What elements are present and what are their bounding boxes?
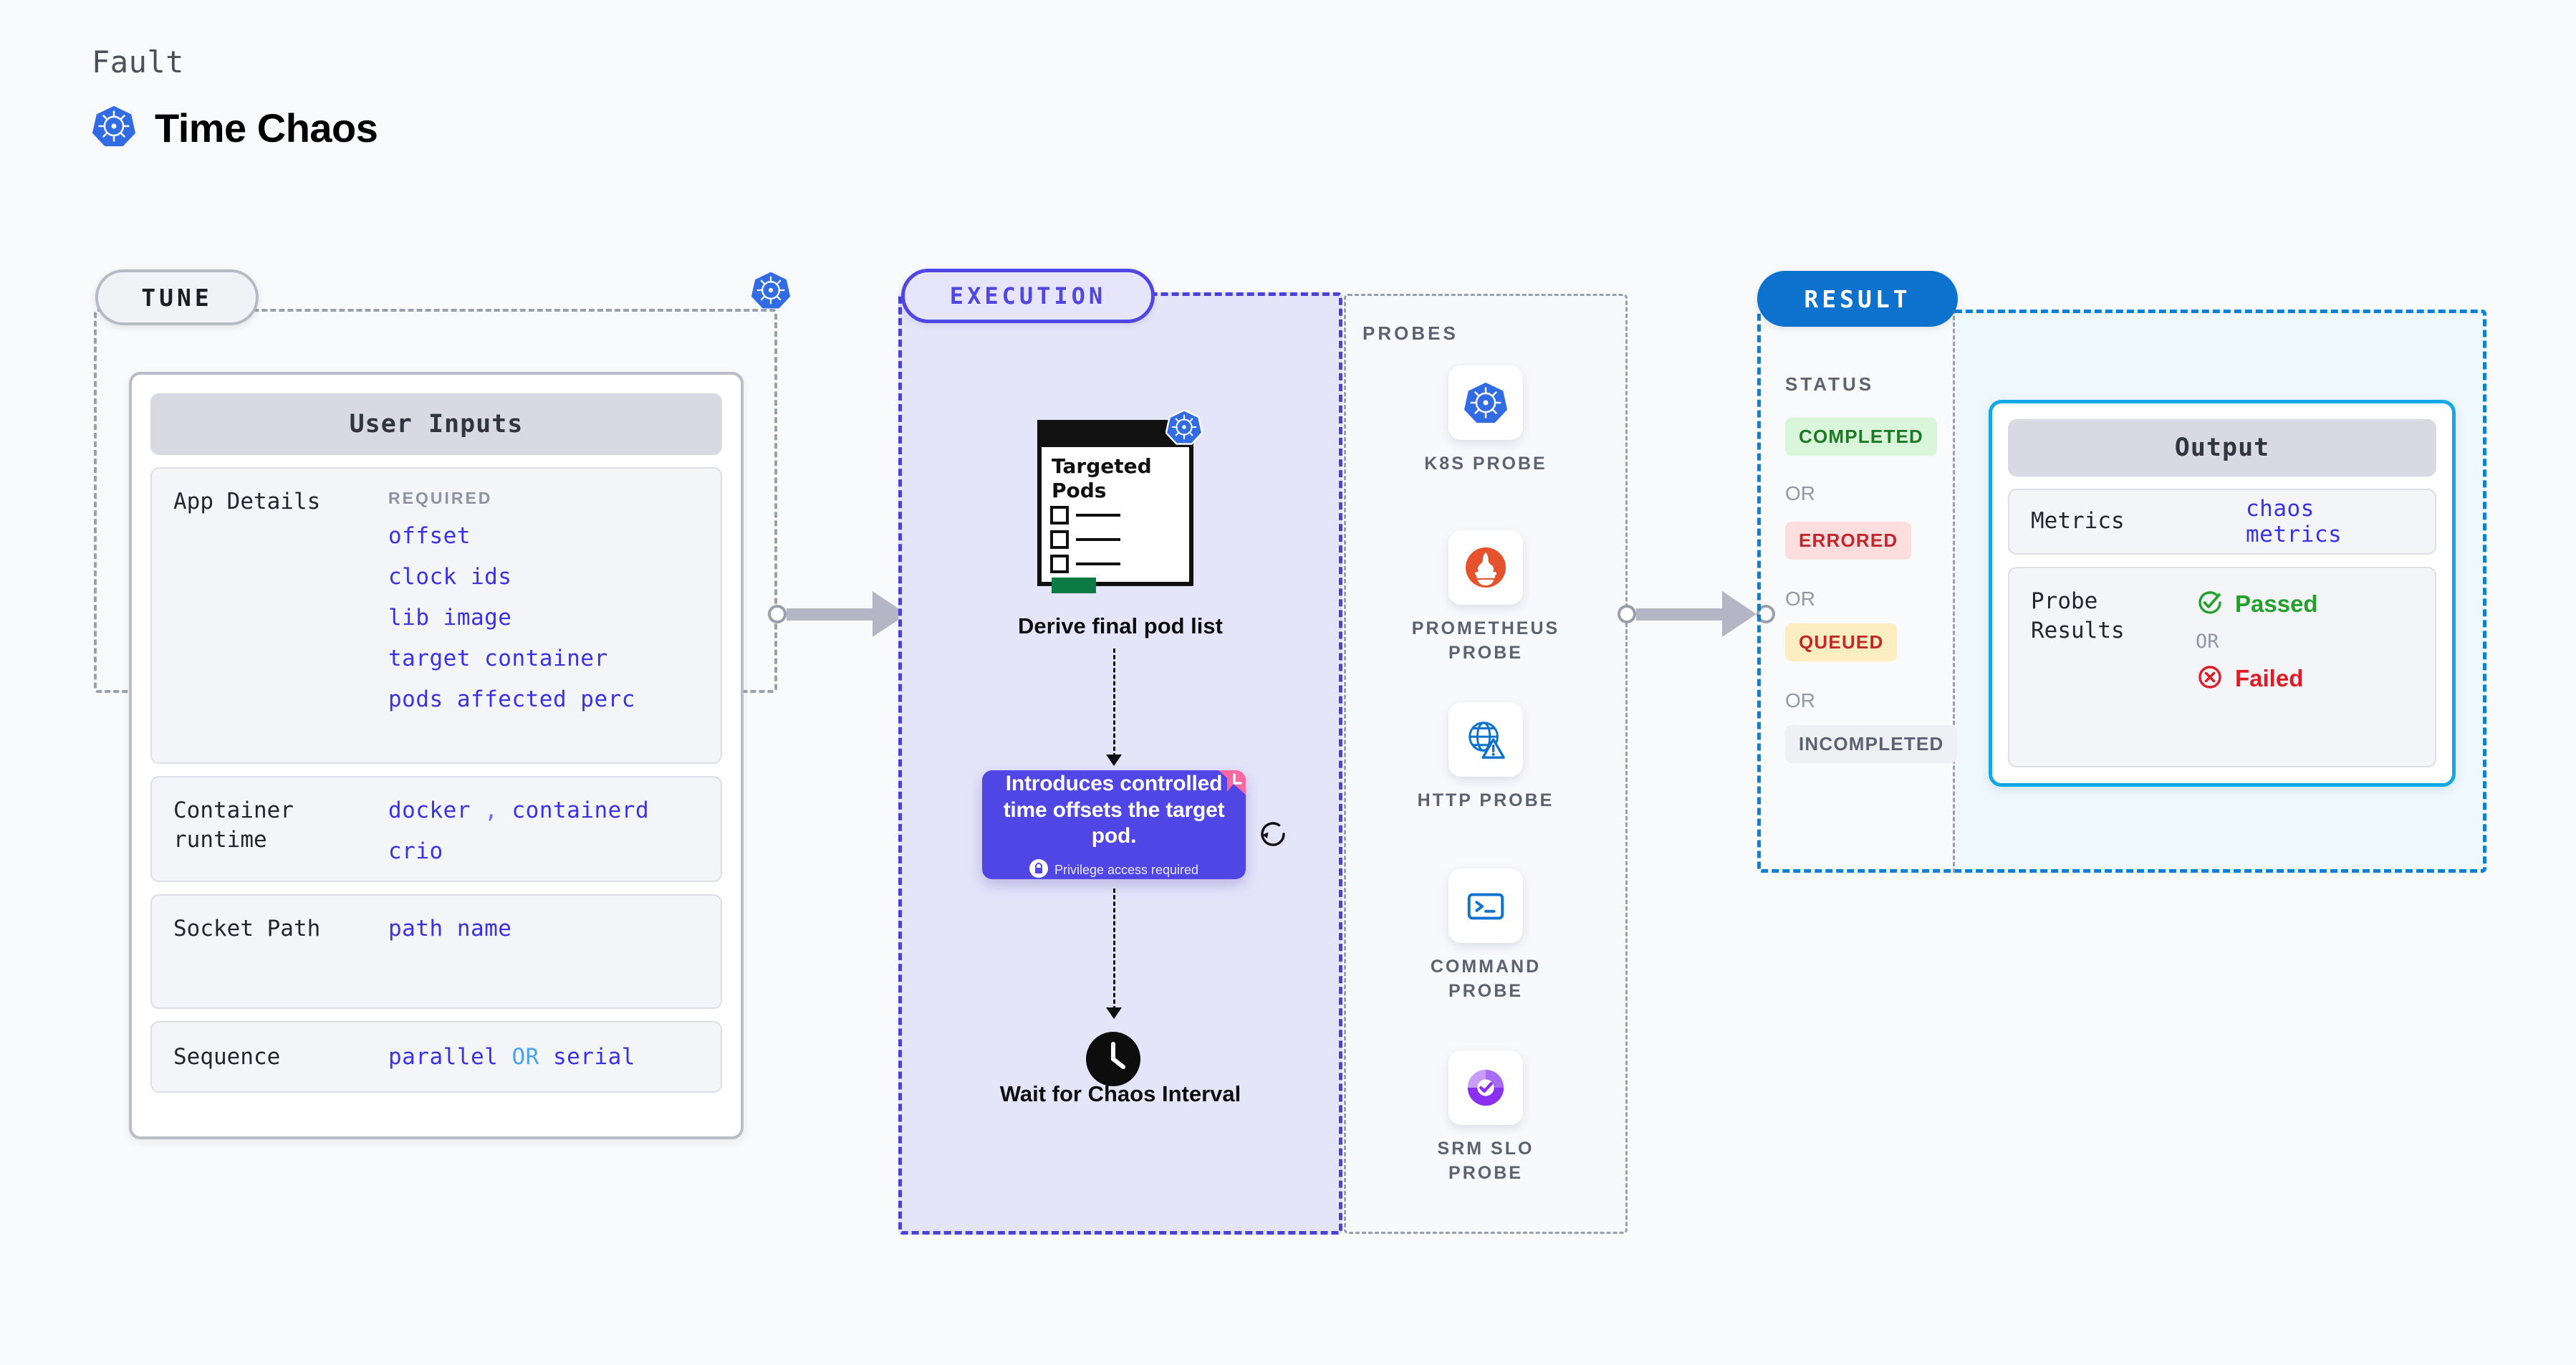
row-metrics: Metrics chaos metrics <box>2008 488 2436 555</box>
probe-result-failed: Failed <box>2196 663 2318 695</box>
derive-final-pod-list-label: Derive final pod list <box>1018 613 1223 638</box>
fault-description-card: Introduces controlled time offsets the t… <box>982 770 1246 879</box>
result-panel <box>1757 310 2486 873</box>
page-title: Time Chaos <box>155 105 378 150</box>
status-title: STATUS <box>1785 373 1875 395</box>
title-row: Time Chaos <box>92 104 378 152</box>
probe-result-or: OR <box>2196 630 2219 653</box>
probe-label-prometheus: PROMETHEUS PROBE <box>1411 618 1560 663</box>
probe-label-srm-slo: SRM SLO PROBE <box>1437 1139 1534 1183</box>
field-runtime-list[interactable]: docker , containerd <box>388 798 649 823</box>
field-offset[interactable]: offset <box>388 523 471 549</box>
connector-start-dot <box>768 605 787 623</box>
row-label-socket-path: Socket Path <box>173 916 321 942</box>
kubernetes-icon <box>92 104 136 152</box>
output-card: Output Metrics chaos metrics Probe Resul… <box>1989 400 2456 787</box>
sequence-serial: serial <box>552 1044 635 1070</box>
connector-bar <box>1636 608 1722 621</box>
metrics-value[interactable]: chaos metrics <box>2246 495 2342 547</box>
flow-connector-1 <box>1113 648 1115 757</box>
page-header: Fault Time Chaos <box>92 44 378 152</box>
field-pods-affected-perc[interactable]: pods affected perc <box>388 686 635 712</box>
kubernetes-icon <box>1165 408 1203 449</box>
globe-warning-icon <box>1448 702 1523 777</box>
slo-donut-check-icon <box>1448 1050 1523 1125</box>
connector-arrow-head <box>1722 591 1756 637</box>
row-label-metrics: Metrics <box>2031 508 2125 535</box>
connector-start-dot <box>1618 605 1636 623</box>
status-badge-queued: QUEUED <box>1785 623 1898 661</box>
runtime-separator: , <box>484 798 499 823</box>
probe-item-http[interactable]: HTTP PROBE <box>1344 702 1628 813</box>
row-sequence: Sequence parallel OR serial <box>150 1021 722 1093</box>
row-label-sequence: Sequence <box>173 1043 281 1070</box>
status-or-1: OR <box>1785 482 1815 504</box>
probe-label-command: COMMAND PROBE <box>1430 957 1542 1001</box>
check-circle-icon <box>2196 588 2224 621</box>
row-label-probe-results: Probe Results <box>2031 588 2125 643</box>
flow-arrow-2 <box>1106 1007 1122 1019</box>
field-sequence[interactable]: parallel OR serial <box>388 1044 635 1070</box>
status-badge-incompleted: INCOMPLETED <box>1785 725 1958 763</box>
status-column-divider <box>1953 310 1955 873</box>
probe-result-passed: Passed <box>2196 588 2318 621</box>
result-stage-pill[interactable]: RESULT <box>1757 271 1958 327</box>
privilege-note-text: Privilege access required <box>1054 862 1199 877</box>
prometheus-icon <box>1448 530 1523 605</box>
row-label-app-details: App Details <box>173 489 321 514</box>
probe-item-prometheus[interactable]: PROMETHEUS PROBE <box>1344 530 1628 666</box>
refresh-icon[interactable] <box>1258 819 1288 853</box>
probe-item-srm-slo[interactable]: SRM SLO PROBE <box>1344 1050 1628 1186</box>
chaos-ribbon-icon <box>1206 770 1246 810</box>
row-label-container-runtime: Container runtime <box>173 798 294 853</box>
kubernetes-icon <box>1448 365 1523 440</box>
lock-icon <box>1029 858 1048 879</box>
probes-title: PROBES <box>1363 322 1458 344</box>
sequence-or: OR <box>511 1044 539 1070</box>
field-socket-path[interactable]: path name <box>388 916 512 942</box>
probe-label-k8s: K8S PROBE <box>1424 454 1547 474</box>
clock-icon <box>1084 1030 1143 1092</box>
field-runtime-crio[interactable]: crio <box>388 838 443 864</box>
execution-stage-pill[interactable]: EXECUTION <box>901 269 1155 323</box>
connector-execution-to-result <box>1618 591 1775 637</box>
row-socket-path: Socket Path path name <box>150 894 722 1009</box>
svg-text:Targeted: Targeted <box>1052 454 1152 478</box>
status-badge-completed: COMPLETED <box>1785 418 1938 456</box>
fault-kicker: Fault <box>92 44 184 80</box>
required-tag: REQUIRED <box>388 489 493 507</box>
wait-for-chaos-interval-label: Wait for Chaos Interval <box>999 1081 1241 1106</box>
sequence-parallel: parallel <box>388 1044 499 1070</box>
field-target-container[interactable]: target container <box>388 646 608 671</box>
flow-connector-2 <box>1113 889 1115 1010</box>
targeted-pods-illustration: Targeted Pods <box>1032 414 1211 597</box>
passed-label: Passed <box>2235 590 2318 618</box>
status-badge-errored: ERRORED <box>1785 522 1912 560</box>
output-title: Output <box>2008 419 2436 476</box>
status-or-2: OR <box>1785 588 1815 610</box>
terminal-icon <box>1448 868 1523 943</box>
user-inputs-title: User Inputs <box>150 393 722 455</box>
failed-label: Failed <box>2235 665 2304 692</box>
probe-item-k8s[interactable]: K8S PROBE <box>1344 365 1628 476</box>
row-container-runtime: Container runtime docker , containerd cr… <box>150 776 722 882</box>
runtime-containerd: containerd <box>511 798 650 823</box>
probe-label-http: HTTP PROBE <box>1417 790 1554 810</box>
privilege-note-row: Privilege access required <box>1029 858 1199 879</box>
status-or-3: OR <box>1785 689 1815 712</box>
connector-bar <box>787 608 873 621</box>
probe-item-command[interactable]: COMMAND PROBE <box>1344 868 1628 1004</box>
fault-description-text: Introduces controlled time offsets the t… <box>1003 772 1225 848</box>
tune-stage-pill[interactable]: TUNE <box>95 269 259 325</box>
user-inputs-card: User Inputs App Details REQUIRED offset … <box>129 372 744 1139</box>
row-app-details: App Details REQUIRED offset clock ids li… <box>150 467 722 764</box>
row-probe-results: Probe Results Passed OR <box>2008 566 2436 767</box>
runtime-docker: docker <box>388 798 471 823</box>
field-lib-image[interactable]: lib image <box>388 605 512 631</box>
field-clock-ids[interactable]: clock ids <box>388 564 512 590</box>
flow-arrow-1 <box>1106 755 1122 766</box>
x-circle-icon <box>2196 663 2224 695</box>
kubernetes-icon <box>751 270 791 314</box>
svg-text:Pods: Pods <box>1052 479 1106 502</box>
